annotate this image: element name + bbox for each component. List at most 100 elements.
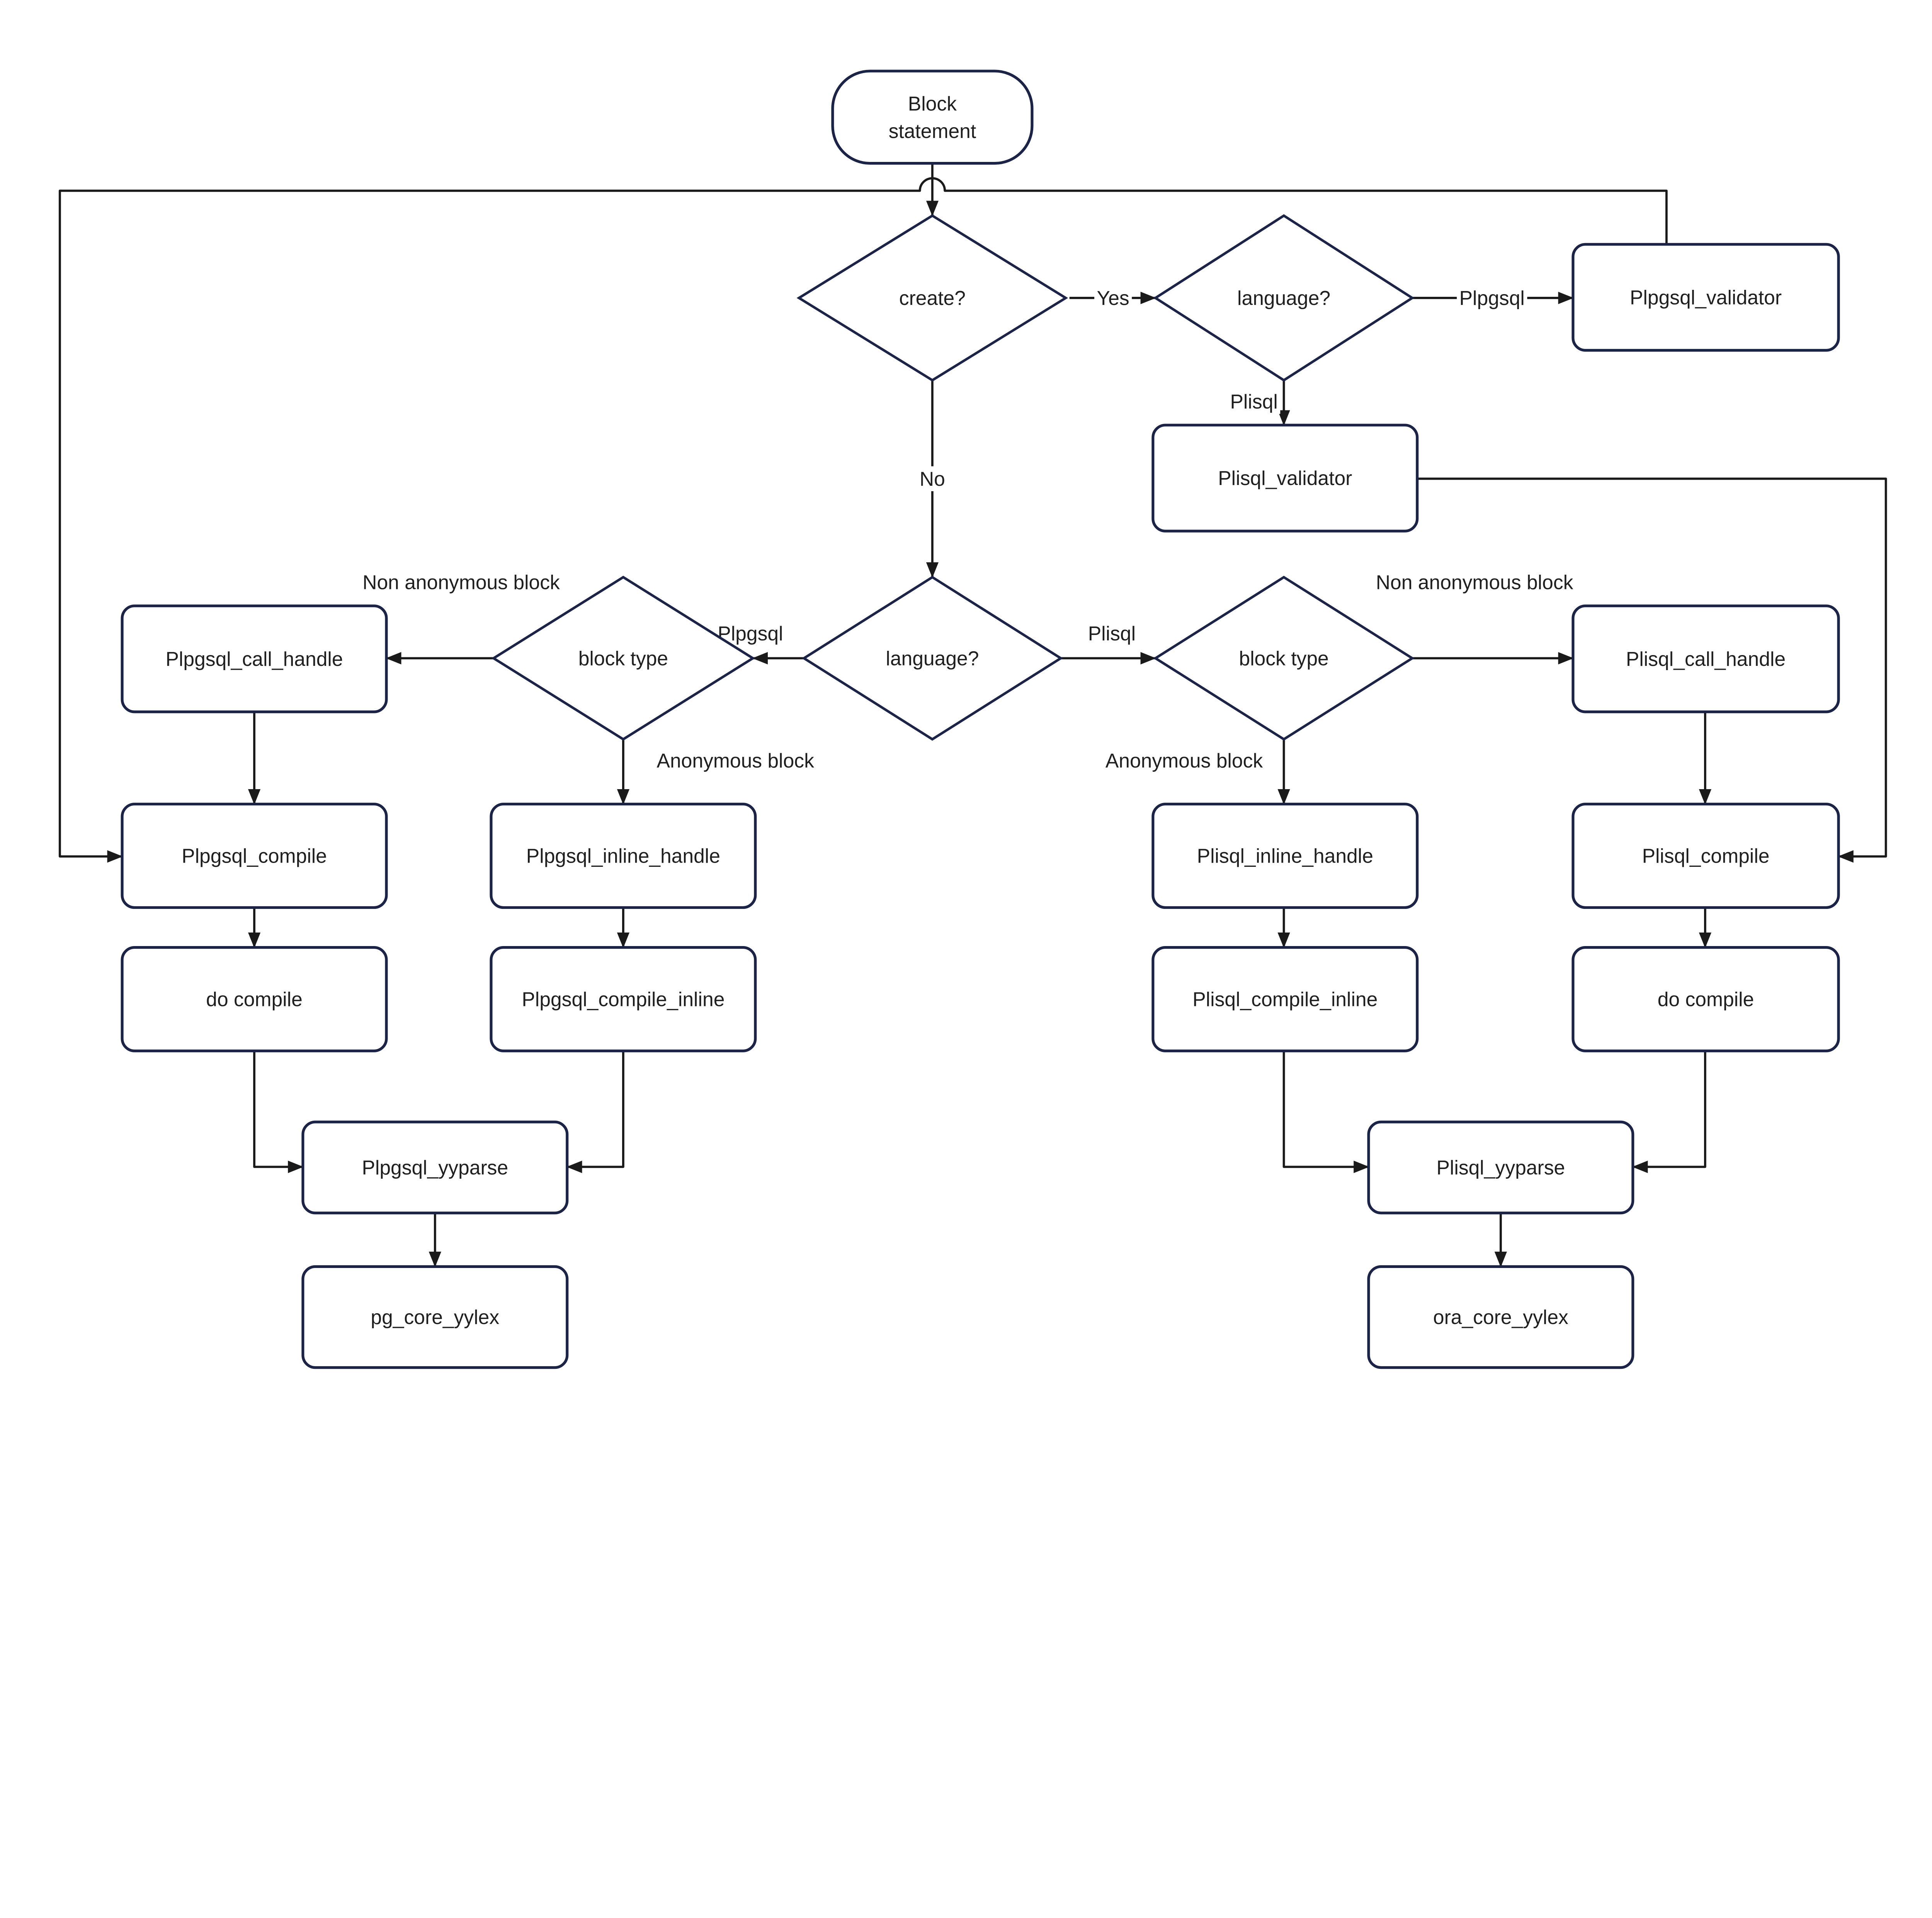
- edge-label-block-type-right-anon: Anonymous block: [1105, 749, 1263, 772]
- plpgsql-validator-box-shape: [1571, 243, 1840, 352]
- plisql-compile-inline-box-shape: [1151, 946, 1419, 1052]
- node-plisql-compile-inline: Plisql_compile_inline: [1151, 946, 1419, 1052]
- node-do-compile-right: do compile: [1571, 946, 1840, 1052]
- plpgsql-validator-label: Plpgsql_validator: [1630, 286, 1782, 308]
- connector-line: [566, 1051, 624, 1173]
- connector-line: [253, 1051, 304, 1173]
- edge-label-create-yes: Yes: [1097, 287, 1129, 309]
- block-type-left-diamond-shape: [491, 575, 755, 741]
- plpgsql-compile-box-shape: [121, 803, 388, 909]
- edge-create-yes: Yes: [1069, 285, 1156, 311]
- plpgsql-inline-handle-label: Plpgsql_inline_handle: [526, 845, 720, 867]
- node-block-type-left: block type: [491, 575, 755, 741]
- plisql-call-handle-box-shape: [1571, 604, 1840, 713]
- node-do-compile-left: do compile: [121, 946, 388, 1052]
- plisql-inline-handle-label: Plisql_inline_handle: [1197, 845, 1373, 867]
- plpgsql-yyparse-label: Plpgsql_yyparse: [362, 1156, 508, 1179]
- block-statement-box-shape: [831, 70, 1034, 165]
- create-q-label: create?: [899, 287, 966, 309]
- node-plpgsql-compile: Plpgsql_compile: [121, 803, 388, 909]
- language-top-label: language?: [1237, 287, 1330, 309]
- node-block-type-right: block type: [1153, 575, 1415, 741]
- edge-compile-inline-left-to-yyparse: [566, 1051, 624, 1173]
- edge-label-bg: [917, 466, 948, 491]
- plisql-compile-label: Plisql_compile: [1642, 845, 1770, 867]
- edge-label-bg: [1457, 285, 1527, 311]
- node-plisql-yyparse: Plisql_yyparse: [1367, 1120, 1634, 1215]
- language-top-diamond-shape: [1153, 214, 1415, 382]
- edge-plpgsql-validator-return: [58, 177, 1668, 863]
- node-plisql-call-handle: Plisql_call_handle: [1571, 604, 1840, 713]
- node-create-q: create?: [796, 214, 1068, 382]
- node-plisql-inline-handle: Plisql_inline_handle: [1151, 803, 1419, 909]
- connector-line: [1417, 477, 1887, 863]
- edge-block-type-left-anon: Anonymous block: [617, 739, 815, 805]
- edge-label-block-type-right-nonanon: Non anonymous block: [1376, 571, 1573, 594]
- do-compile-left-label: do compile: [206, 988, 303, 1011]
- edge-label-language-mid-plpgsql: Plpgsql: [718, 622, 783, 645]
- connector-line: [58, 177, 1668, 863]
- connector-line: [1282, 1051, 1369, 1173]
- edge-label-block-type-left-nonanon: Non anonymous block: [362, 571, 560, 594]
- plisql-call-handle-label: Plisql_call_handle: [1626, 648, 1786, 670]
- edge-language-top-plpgsql: Plpgsql: [1412, 285, 1574, 311]
- edge-label-bg: [1094, 285, 1132, 311]
- plisql-yyparse-box-shape: [1367, 1120, 1634, 1215]
- edge-do-compile-right-to-yyparse: [1632, 1051, 1706, 1173]
- pg-core-yylex-label: pg_core_yylex: [371, 1306, 499, 1328]
- plpgsql-inline-handle-box-shape: [490, 803, 757, 909]
- node-plpgsql-compile-inline: Plpgsql_compile_inline: [490, 946, 757, 1052]
- block-type-right-diamond-shape: [1153, 575, 1415, 741]
- edge-language-mid-plisql: Plisql: [1061, 622, 1156, 665]
- edge-plisql-validator-return: [1417, 477, 1887, 863]
- create-q-diamond-shape: [796, 214, 1068, 382]
- plpgsql-call-handle-label: Plpgsql_call_handle: [166, 648, 343, 670]
- edge-block-type-right-nonanon: Non anonymous block: [1376, 571, 1574, 665]
- node-ora-core-yylex: ora_core_yylex: [1367, 1265, 1634, 1369]
- plpgsql-compile-label: Plpgsql_compile: [182, 845, 327, 867]
- node-language-mid: language?: [801, 575, 1063, 741]
- plisql-inline-handle-box-shape: [1151, 803, 1419, 909]
- language-mid-label: language?: [886, 647, 979, 669]
- edge-do-compile-left-to-yyparse: [253, 1051, 304, 1173]
- connector-line: [1632, 1051, 1706, 1173]
- edge-block-type-left-nonanon: Non anonymous block: [362, 571, 560, 665]
- block-type-right-label: block type: [1239, 647, 1328, 669]
- edge-label-create-no: No: [920, 468, 945, 490]
- node-plisql-validator: Plisql_validator: [1151, 424, 1419, 533]
- plpgsql-compile-inline-box-shape: [490, 946, 757, 1052]
- do-compile-left-box-shape: [121, 946, 388, 1052]
- node-plisql-compile: Plisql_compile: [1571, 803, 1840, 909]
- edge-label-language-top-plisql: Plisql: [1230, 390, 1277, 413]
- do-compile-right-box-shape: [1571, 946, 1840, 1052]
- ora-core-yylex-box-shape: [1367, 1265, 1634, 1369]
- edge-block-type-right-anon: Anonymous block: [1105, 739, 1290, 805]
- plisql-compile-box-shape: [1571, 803, 1840, 909]
- node-plpgsql-validator: Plpgsql_validator: [1571, 243, 1840, 352]
- plpgsql-yyparse-box-shape: [301, 1120, 569, 1215]
- plisql-validator-box-shape: [1151, 424, 1419, 533]
- edge-label-language-mid-plisql: Plisql: [1088, 622, 1136, 645]
- edge-create-no: No: [917, 380, 948, 578]
- plisql-compile-inline-label: Plisql_compile_inline: [1192, 988, 1378, 1011]
- node-plpgsql-inline-handle: Plpgsql_inline_handle: [490, 803, 757, 909]
- do-compile-right-label: do compile: [1658, 988, 1754, 1011]
- edge-label-language-top-plpgsql: Plpgsql: [1459, 287, 1525, 309]
- language-mid-diamond-shape: [801, 575, 1063, 741]
- edge-language-mid-plpgsql: Plpgsql: [718, 622, 804, 665]
- edge-label-bg: [1228, 389, 1281, 414]
- block-type-left-label: block type: [578, 647, 668, 669]
- node-plpgsql-yyparse: Plpgsql_yyparse: [301, 1120, 569, 1215]
- edge-label-block-type-left-anon: Anonymous block: [657, 749, 815, 772]
- node-plpgsql-call-handle: Plpgsql_call_handle: [121, 604, 388, 713]
- plpgsql-compile-inline-label: Plpgsql_compile_inline: [522, 988, 724, 1011]
- edge-language-top-plisql: Plisql: [1228, 380, 1290, 426]
- plisql-validator-label: Plisql_validator: [1218, 467, 1352, 489]
- node-pg-core-yylex: pg_core_yylex: [301, 1265, 569, 1369]
- pg-core-yylex-box-shape: [301, 1265, 569, 1369]
- plisql-yyparse-label: Plisql_yyparse: [1436, 1156, 1565, 1179]
